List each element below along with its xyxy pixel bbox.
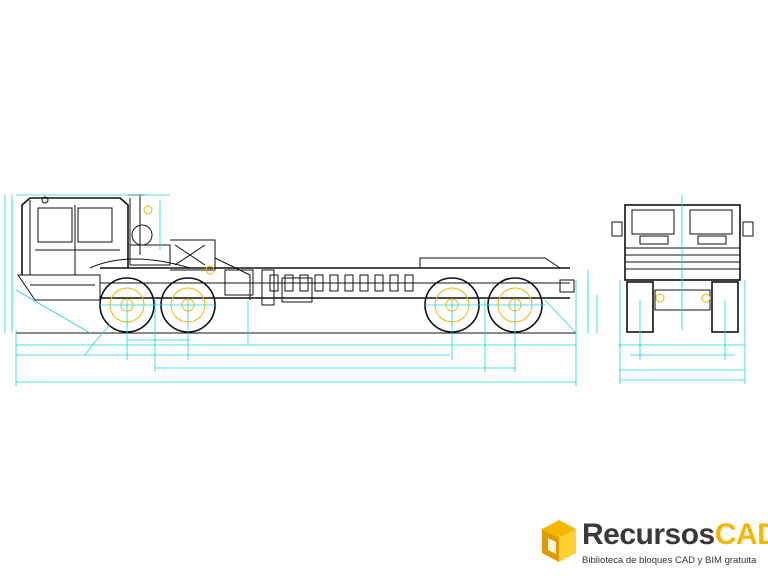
brand-tagline: Biblioteca de bloques CAD y BIM gratuita <box>582 555 757 566</box>
isometric-cube-icon <box>542 520 576 562</box>
truck-front-view <box>611 204 754 333</box>
brand-word-part1: Recursos <box>582 518 715 551</box>
front-dimensions <box>618 195 746 384</box>
brand-wordmark: RecursosCAD <box>582 518 768 552</box>
chassis-holes <box>269 274 414 292</box>
truck-side-view <box>16 194 576 334</box>
brand-word-part2: CAD <box>714 518 768 551</box>
side-dimensions <box>4 194 598 386</box>
